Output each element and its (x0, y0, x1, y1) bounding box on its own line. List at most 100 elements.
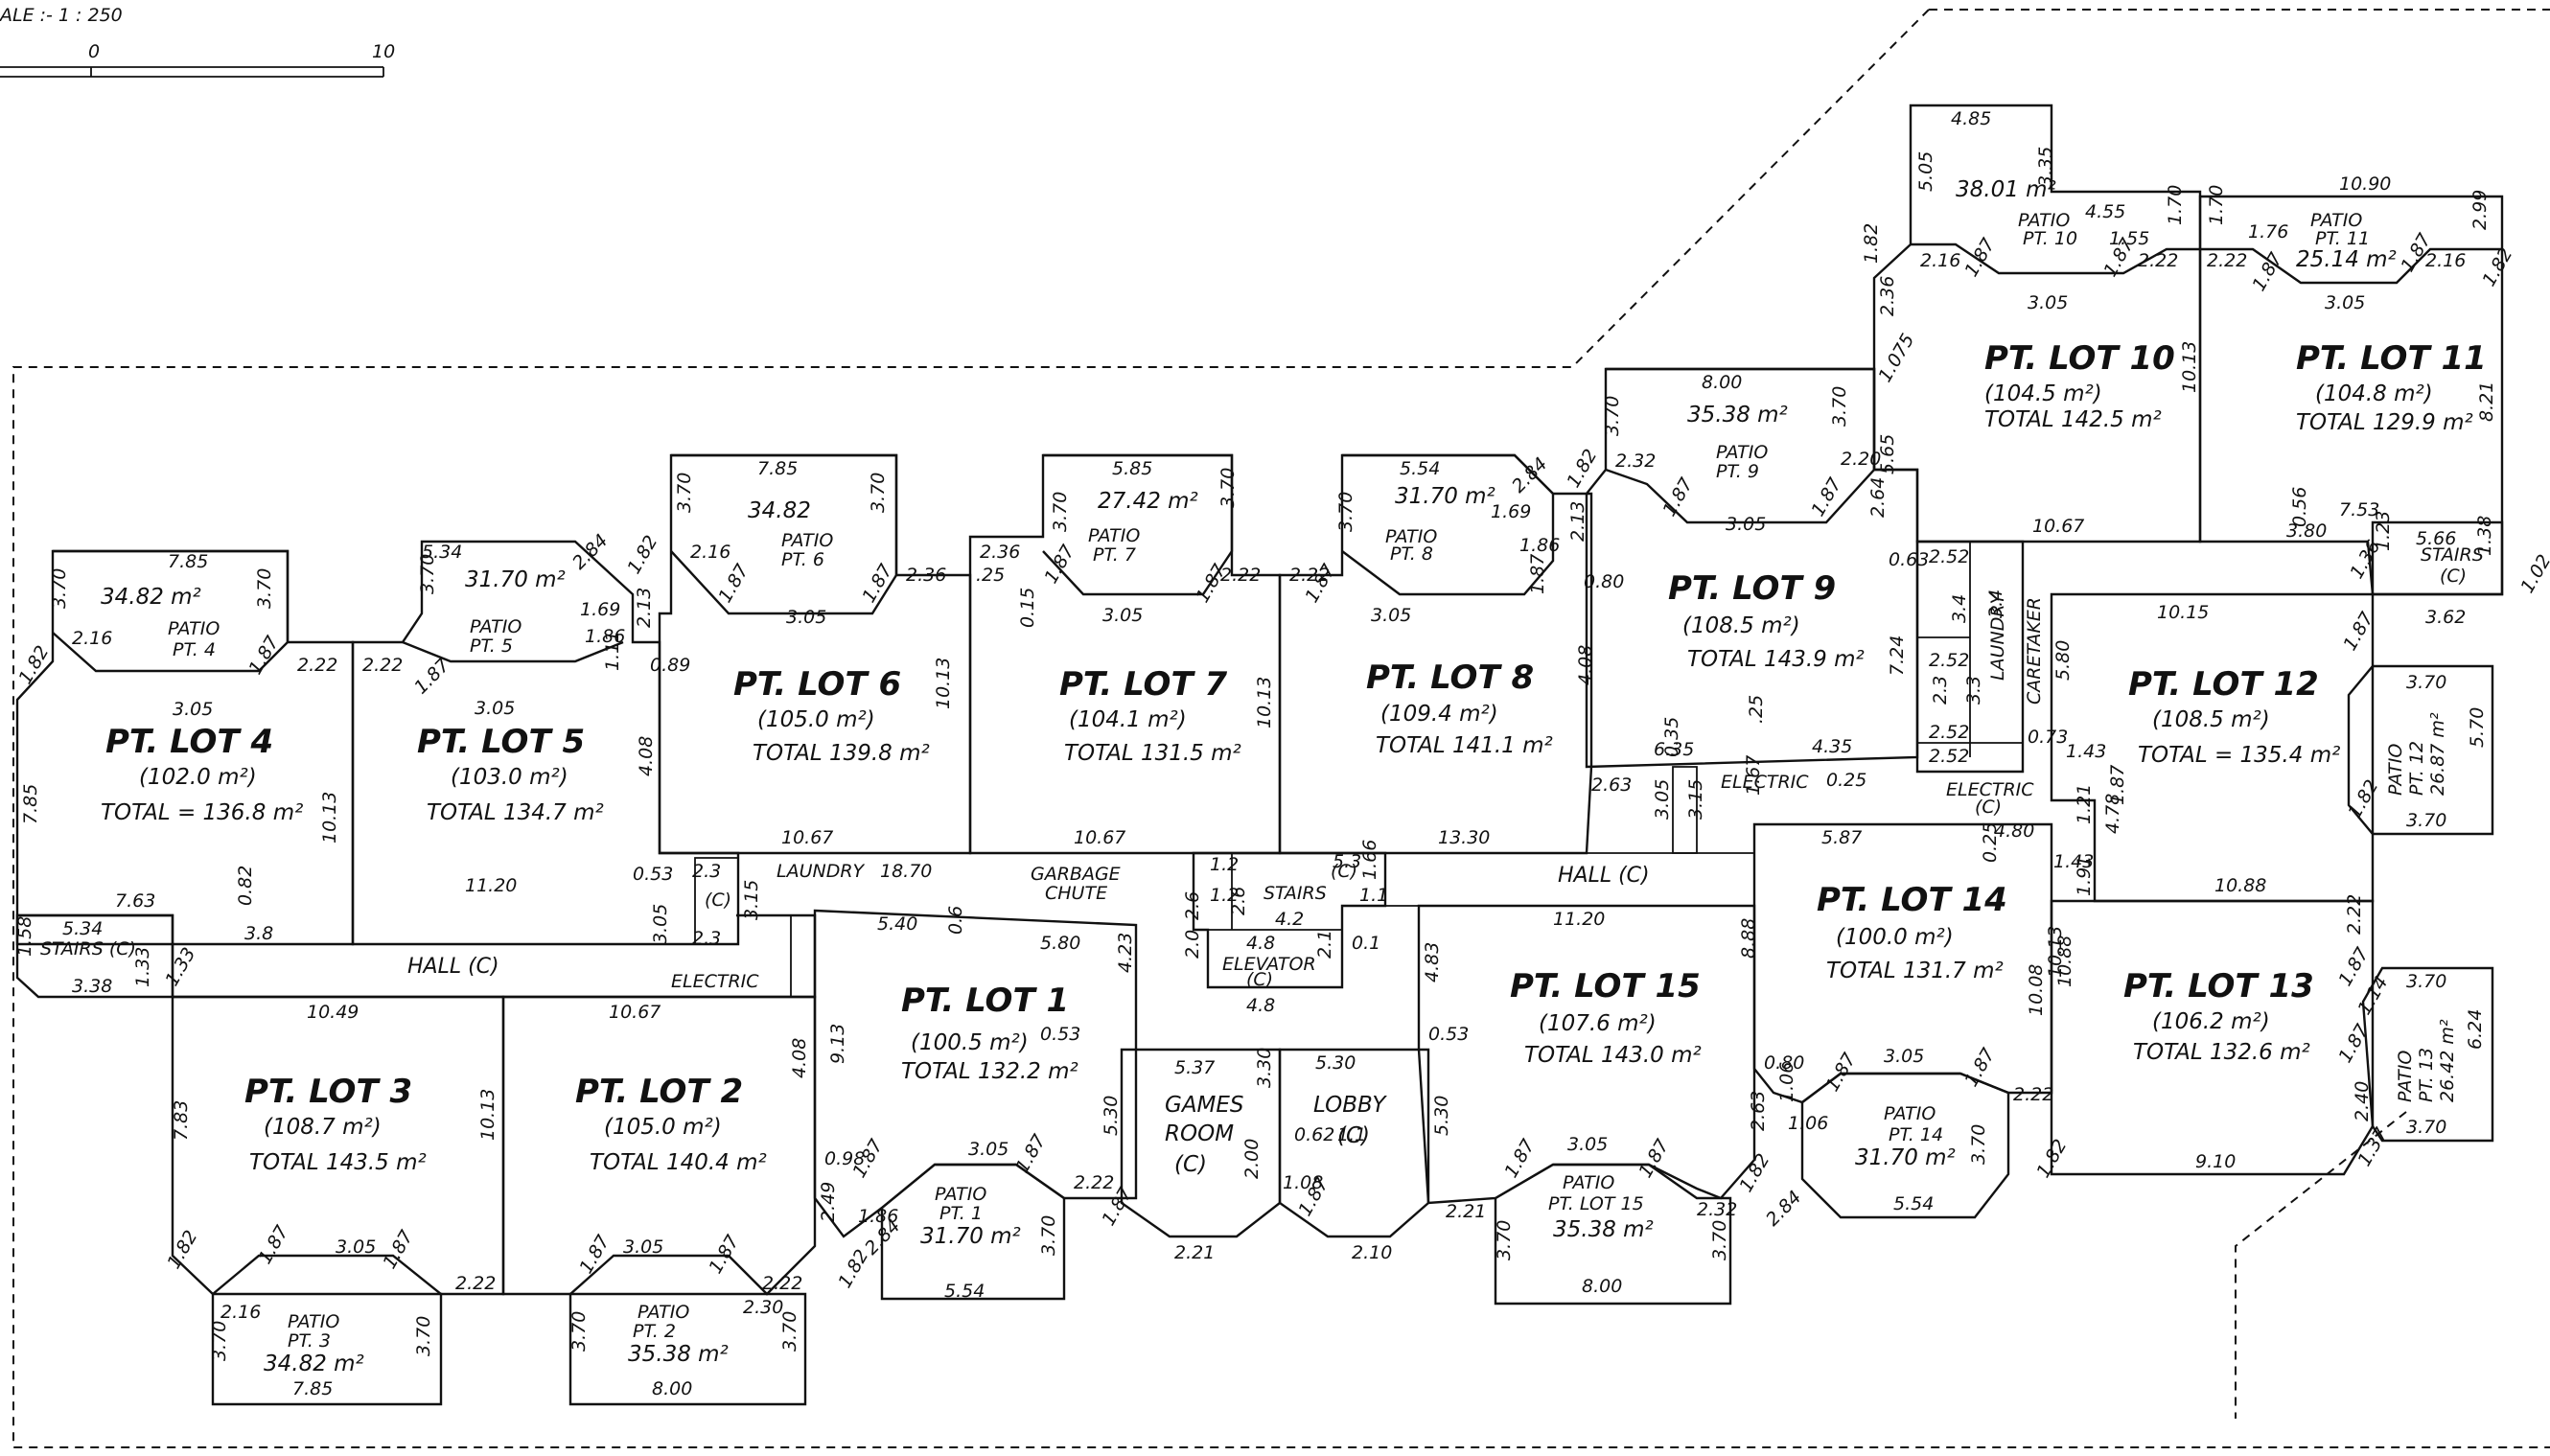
dimension-label: 6.24 (2465, 1009, 2486, 1050)
lot-1-name: PT. LOT 1 (901, 982, 1069, 1020)
dimension-label: 2.22 (762, 1273, 802, 1294)
dimension-label: 1.14 (2353, 973, 2392, 1019)
dimension-label: .25 (976, 565, 1005, 586)
dimension-label: 2.52 (1929, 722, 1969, 743)
dimension-label: 0.6 (945, 906, 966, 935)
dimension-label: 1.87 (1960, 1045, 1999, 1091)
patio-8-name: PATIO (1385, 526, 1437, 547)
lot-2-total: TOTAL 140.4 m² (590, 1150, 767, 1175)
dimension-label: 3.15 (741, 880, 762, 920)
dimension-label: 1.2 (1210, 854, 1239, 875)
lot-9-area: (108.5 m²) (1682, 613, 1800, 638)
dimension-label: 0.63 (1889, 549, 1929, 570)
dimension-label: 4.8 (1246, 995, 1275, 1016)
dimension-label: 3.70 (2406, 971, 2446, 992)
laundry-c-label: (C) (705, 890, 731, 911)
patio-14-name: PATIO (1884, 1103, 1936, 1124)
dimension-label: 3.70 (417, 554, 438, 594)
dimension-label: 2.63 (1748, 1091, 1769, 1131)
dimension-label: 10.67 (781, 827, 833, 848)
dimension-label: 1.69 (1491, 501, 1531, 522)
dimension-label: 3.70 (2406, 810, 2446, 831)
stairs-right-label: STAIRS (2421, 544, 2484, 566)
hall-left-label: HALL (C) (407, 955, 499, 979)
games-label-3: (C) (1174, 1152, 1207, 1177)
lot-7-total: TOTAL 131.5 m² (1064, 741, 1241, 766)
patio-4-sub: PT. 4 (173, 639, 216, 660)
dimension-label: 3.4 (1985, 589, 2006, 618)
patio-7-outline (1042, 453, 1234, 596)
dimension-label: 4.85 (1951, 108, 1991, 129)
dimension-label: 2.22 (2138, 250, 2178, 271)
dimension-label: 10.88 (2214, 875, 2266, 896)
dimension-label: 3.70 (674, 473, 695, 513)
dimension-label: 1.69 (580, 599, 620, 620)
dimension-label: 1.38 (2474, 516, 2495, 556)
electric-left-label: ELECTRIC (671, 971, 759, 992)
patio-10-area: 38.01 m² (1956, 177, 2056, 202)
lot-8-total: TOTAL 141.1 m² (1376, 733, 1553, 758)
dimension-label: 2.22 (2013, 1084, 2053, 1105)
dimension-label: 3.05 (2028, 292, 2068, 313)
stairs-right-outline (2371, 520, 2504, 596)
dimension-label: 2.6 (1182, 891, 1203, 920)
dimension-label: 5.40 (877, 913, 917, 935)
dimension-label: 7.24 (1887, 636, 1908, 676)
patio-8-sub: PT. 8 (1390, 543, 1433, 565)
patio-14-area: 31.70 m² (1855, 1145, 1956, 1170)
dimension-label: 6.35 (1654, 739, 1694, 760)
dimension-label: 1.82 (14, 642, 53, 688)
dimension-label: 2.13 (634, 588, 655, 628)
dimension-label: 1.06 (1788, 1113, 1828, 1134)
laundry-label: LAUNDRY (777, 861, 866, 882)
dimension-label: 0.56 (2289, 487, 2310, 527)
lot-3-total: TOTAL 143.5 m² (249, 1150, 427, 1175)
dimension-label: 2.16 (1920, 250, 1960, 271)
dimension-label: 1.87 (2248, 249, 2286, 295)
patio-1-area: 31.70 m² (920, 1224, 1021, 1249)
dimension-label: 1.87 (1821, 1050, 1860, 1096)
lot-8-outline (1278, 453, 1593, 855)
dimension-label: 4.08 (1575, 645, 1596, 685)
dimension-label: 1.1 (1359, 885, 1388, 906)
lot-9-name: PT. LOT 9 (1668, 569, 1836, 608)
patio-13-name: PATIO (2395, 1051, 2416, 1102)
dimension-label: 2.30 (743, 1297, 783, 1318)
common-labels: HALL (C) HALL (C) LAUNDRY (C) GARBAGE CH… (40, 544, 2484, 1177)
dimension-label: 10.90 (2339, 173, 2391, 195)
dimension-label: 1.43 (2053, 851, 2094, 872)
dimension-label: 7.63 (115, 890, 155, 912)
dimension-label: 4.55 (2085, 201, 2125, 222)
dimension-label: 8.88 (1738, 918, 1759, 959)
patio-7-name: PATIO (1088, 525, 1140, 546)
dimension-label: 0.62 (1294, 1124, 1334, 1145)
dimension-label: 10.13 (477, 1089, 498, 1141)
lot-13-outline (2050, 899, 2375, 1176)
patio-12-label: PATIO PT. 12 26.87 m² (2385, 712, 2448, 796)
dimension-label: 7.53 (2339, 499, 2379, 520)
laundry-v-label: LAUNDRY (1987, 591, 2008, 681)
scale-ten-label: 10 (372, 41, 395, 62)
dimension-label: 3.70 (1038, 1215, 1059, 1256)
dimension-label: 0.35 (1661, 717, 1682, 757)
dimension-label: 1.06 (1776, 1062, 1797, 1102)
lot-6-outline (658, 453, 972, 855)
dimension-label: 2.49 (818, 1182, 839, 1222)
lot-13-area: (106.2 m²) (2152, 1009, 2270, 1034)
dimension-label: 2.32 (1697, 1199, 1737, 1220)
lot-9-total: TOTAL 143.9 m² (1687, 647, 1865, 672)
dimension-label: 1.70 (2206, 185, 2227, 225)
dimension-label: 2.63 (1591, 774, 1632, 796)
dimension-label: 1.33 (161, 944, 199, 990)
dimension-label: 3.70 (1968, 1124, 1989, 1165)
dimension-label: 2.99 (2469, 190, 2491, 230)
lot-5-total: TOTAL 134.7 m² (427, 800, 604, 825)
dimension-label: 2.84 (568, 530, 612, 573)
patio-5-sub: PT. 5 (470, 636, 513, 657)
dimension-label: 5.85 (1112, 458, 1152, 479)
dimension-label: 1.87 (1807, 474, 1845, 520)
dimension-label: 1.02 (2516, 551, 2550, 597)
patio-10-sub: PT. 10 (2023, 228, 2077, 249)
stairs-right-c: (C) (2440, 566, 2467, 587)
dimension-label: 0.53 (1040, 1024, 1080, 1045)
